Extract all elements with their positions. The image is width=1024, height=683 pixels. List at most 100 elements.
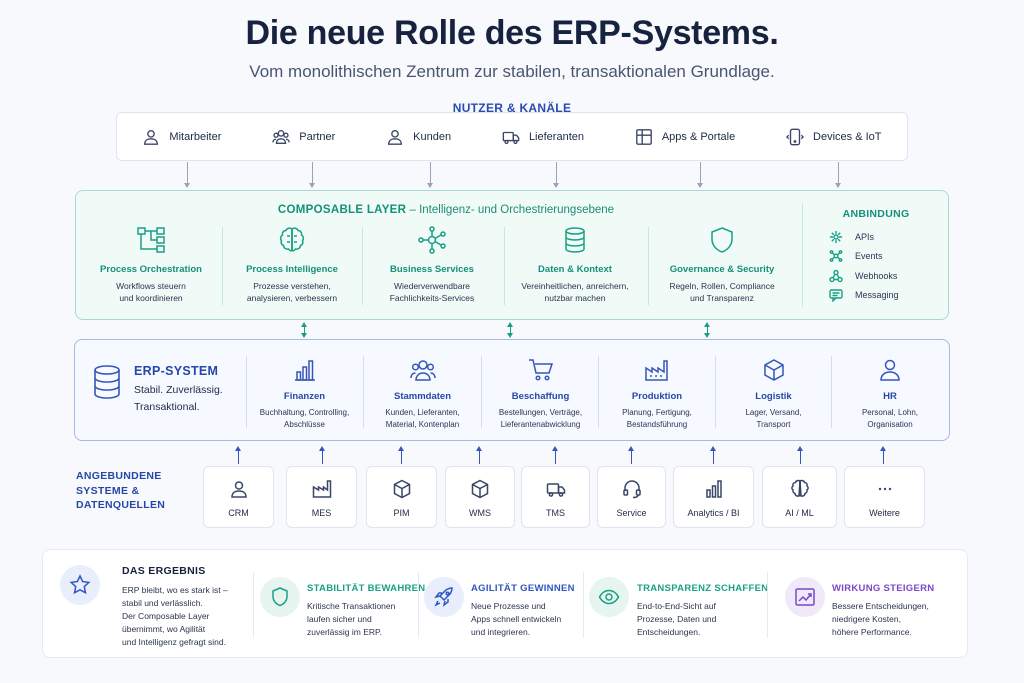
trend-icon bbox=[795, 588, 815, 606]
divider bbox=[598, 356, 599, 428]
result-icon-circle bbox=[424, 577, 464, 617]
arrow-bidirectional bbox=[704, 322, 710, 338]
erp-col-title: Stammdaten bbox=[393, 391, 451, 402]
flow-icon bbox=[137, 227, 165, 253]
factory-icon bbox=[312, 480, 331, 498]
user-item-mitarbeiter: Mitarbeiter bbox=[142, 128, 221, 146]
database-icon bbox=[94, 365, 120, 399]
erp-subtitle: Stabil. Zuverlässig.Transaktional. bbox=[134, 384, 223, 413]
box-icon bbox=[763, 359, 784, 381]
result-text: ERP bleibt, wo es stark ist –stabil und … bbox=[122, 585, 228, 647]
system-ai: AI / ML bbox=[762, 466, 837, 528]
system-weitere: Weitere bbox=[844, 466, 925, 528]
erp-col-desc: Kunden, Lieferanten,Material, Kontenplan bbox=[385, 408, 460, 429]
system-service: Service bbox=[597, 466, 666, 528]
database-icon bbox=[565, 227, 585, 253]
erp-col-desc: Lager, Versand,Transport bbox=[745, 408, 802, 429]
users-icon bbox=[409, 360, 436, 381]
brain-icon bbox=[279, 227, 305, 252]
box-icon bbox=[471, 479, 489, 499]
composable-col-title: Process Orchestration bbox=[100, 264, 202, 275]
arrow-up bbox=[476, 446, 482, 464]
composable-dash: – bbox=[409, 204, 416, 216]
divider bbox=[481, 356, 482, 428]
grid-icon bbox=[635, 128, 652, 145]
user-item-label: Devices & IoT bbox=[813, 130, 882, 143]
divider bbox=[253, 572, 254, 638]
user-item-label: Lieferanten bbox=[528, 130, 584, 143]
user-item-devices: Devices & IoT bbox=[786, 128, 882, 146]
user-icon bbox=[230, 481, 247, 498]
composable-col-title: Daten & Kontext bbox=[538, 264, 612, 275]
arrow-bidirectional bbox=[301, 322, 307, 338]
shield-icon bbox=[272, 587, 288, 607]
page-subtitle: Vom monolithischen Zentrum zur stabilen,… bbox=[249, 62, 775, 81]
composable-col-governance: Governance & Security Regeln, Rollen, Co… bbox=[652, 226, 792, 308]
erp-col-produktion: Produktion Planung, Fertigung,Bestandsfü… bbox=[599, 358, 715, 431]
result-icon-circle bbox=[785, 577, 825, 617]
divider bbox=[418, 572, 419, 638]
shield-icon bbox=[711, 227, 733, 253]
rocket-icon bbox=[434, 587, 453, 607]
divider bbox=[246, 356, 247, 428]
arrow-down bbox=[427, 162, 433, 188]
erp-col-hr: HR Personal, Lohn,Organisation bbox=[832, 358, 948, 431]
divider bbox=[648, 227, 649, 305]
arrow-up bbox=[628, 446, 634, 464]
star-icon bbox=[69, 574, 91, 595]
more-icon bbox=[878, 487, 891, 491]
arrow-up bbox=[552, 446, 558, 464]
result-item-stabilitaet: STABILITÄT BEWAHREN Kritische Transaktio… bbox=[307, 583, 426, 637]
erp-title: ERP-SYSTEM bbox=[134, 364, 219, 378]
system-crm: CRM bbox=[203, 466, 274, 528]
divider bbox=[767, 572, 768, 638]
erp-col-desc: Bestellungen, Verträge,Lieferantenabwick… bbox=[498, 408, 583, 429]
composable-col-title: Process Intelligence bbox=[246, 264, 338, 275]
headset-icon bbox=[622, 480, 641, 499]
bar-chart-icon bbox=[705, 480, 722, 498]
composable-title: COMPOSABLE LAYER bbox=[277, 204, 407, 216]
device-icon bbox=[786, 128, 805, 145]
arrow-down bbox=[184, 162, 190, 188]
anbindung-item-messaging: Messaging bbox=[829, 286, 899, 306]
anbindung-item-events: Events bbox=[829, 247, 899, 267]
user-icon bbox=[144, 129, 159, 145]
user-item-label: Partner bbox=[299, 130, 336, 143]
anbindung-item-apis: APIs bbox=[829, 227, 899, 247]
user-item-apps: Apps & Portale bbox=[635, 128, 735, 146]
result-icon-circle bbox=[260, 577, 300, 617]
composable-col-intelligence: Process Intelligence Prozesse verstehen,… bbox=[226, 226, 358, 308]
result-icon-circle bbox=[589, 577, 629, 617]
user-item-kunden: Kunden bbox=[386, 128, 451, 146]
erp-system: ERP-SYSTEM Stabil. Zuverlässig.Transakti… bbox=[74, 339, 950, 441]
box-icon bbox=[393, 479, 410, 499]
arrow-up bbox=[398, 446, 404, 464]
divider bbox=[362, 227, 363, 305]
arrow-up bbox=[880, 446, 886, 464]
result-icon-circle bbox=[60, 565, 100, 605]
divider bbox=[715, 356, 716, 428]
eye-icon bbox=[598, 589, 620, 605]
arrow-down bbox=[553, 162, 559, 188]
divider bbox=[802, 203, 803, 307]
truck-icon bbox=[502, 131, 520, 144]
arrow-up bbox=[319, 446, 325, 464]
webhook-icon bbox=[829, 269, 843, 282]
erp-col-desc: Buchhaltung, Controlling,Abschlüsse bbox=[259, 408, 350, 429]
erp-col-finanzen: Finanzen Buchhaltung, Controlling,Abschl… bbox=[247, 358, 362, 431]
arrow-up bbox=[797, 446, 803, 464]
composable-col-title: Business Services bbox=[390, 264, 474, 275]
arrow-up bbox=[235, 446, 241, 464]
erp-col-title: Beschaffung bbox=[511, 391, 570, 402]
composable-col-desc: Vereinheitlichen, anreichern,nutzbar mac… bbox=[521, 281, 629, 303]
arrow-down bbox=[835, 162, 841, 188]
erp-col-title: Logistik bbox=[755, 391, 792, 402]
truck-icon bbox=[546, 483, 565, 497]
result-summary: DAS ERGEBNIS ERP bleibt, wo es stark ist… bbox=[122, 565, 228, 649]
